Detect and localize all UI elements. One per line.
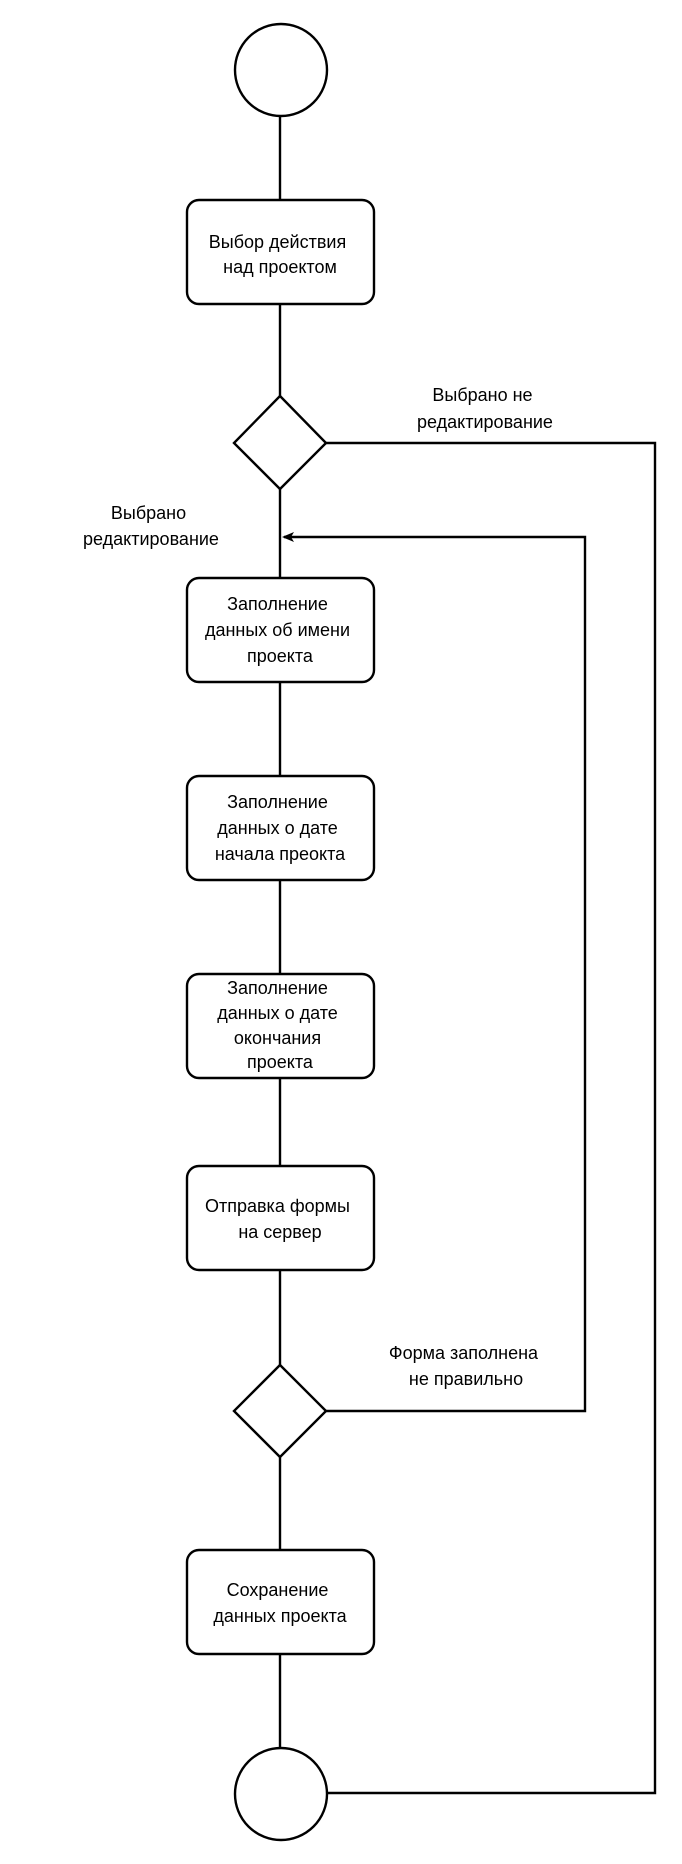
edge-form-invalid-loop xyxy=(282,532,587,1413)
start-node xyxy=(233,22,329,118)
action-fill-end-date xyxy=(185,972,376,1080)
label-not-edit: Выбрано не редактирование xyxy=(417,385,553,432)
decision-edit-choice xyxy=(232,394,328,491)
text-line: Заполнение xyxy=(227,594,328,614)
text-line: Выбрано xyxy=(111,503,186,523)
action-fill-project-name-label: Заполнение данных об имени проекта xyxy=(205,594,355,666)
action-send-form-label: Отправка формы на сервер xyxy=(205,1196,355,1242)
action-send-form xyxy=(185,1164,376,1272)
text-line: Выбор действия xyxy=(209,232,346,252)
text-line: Выбрано не xyxy=(432,385,532,405)
text-line: окончания xyxy=(234,1028,321,1048)
text-line: редактирование xyxy=(83,529,219,549)
text-line: Заполнение xyxy=(227,792,328,812)
action-fill-start-date xyxy=(185,774,376,882)
label-edit: Выбрано редактирование xyxy=(83,503,219,549)
text-line: проекта xyxy=(247,1052,314,1072)
text-line: данных об имени xyxy=(205,620,350,640)
action-fill-start-date-label: Заполнение данных о дате начала преокта xyxy=(215,792,346,864)
decision-form-valid xyxy=(232,1363,328,1459)
text-line: Заполнение xyxy=(227,978,328,998)
text-line: Сохранение xyxy=(227,1580,329,1600)
label-form-invalid: Форма заполнена не правильно xyxy=(389,1343,543,1389)
text-line: не правильно xyxy=(409,1369,523,1389)
action-save-project-data xyxy=(185,1548,376,1656)
text-line: на сервер xyxy=(238,1222,321,1242)
text-line: начала преокта xyxy=(215,844,346,864)
action-save-project-data-label: Сохранение данных проекта xyxy=(213,1580,347,1626)
end-node xyxy=(233,1746,329,1842)
text-line: проекта xyxy=(247,646,314,666)
text-line: данных о дате xyxy=(217,1003,338,1023)
edge-not-edit-to-end xyxy=(326,441,657,1795)
text-line: данных о дате xyxy=(217,818,338,838)
action-select-action-label: Выбор действия над проектом xyxy=(209,232,351,277)
text-line: над проектом xyxy=(223,257,337,277)
action-fill-end-date-label: Заполнение данных о дате окончания проек… xyxy=(217,978,343,1072)
action-fill-project-name xyxy=(185,576,376,684)
text-line: Отправка формы xyxy=(205,1196,350,1216)
text-line: Форма заполнена xyxy=(389,1343,539,1363)
action-select-action xyxy=(185,198,376,306)
text-line: данных проекта xyxy=(213,1606,347,1626)
text-line: редактирование xyxy=(417,412,553,432)
